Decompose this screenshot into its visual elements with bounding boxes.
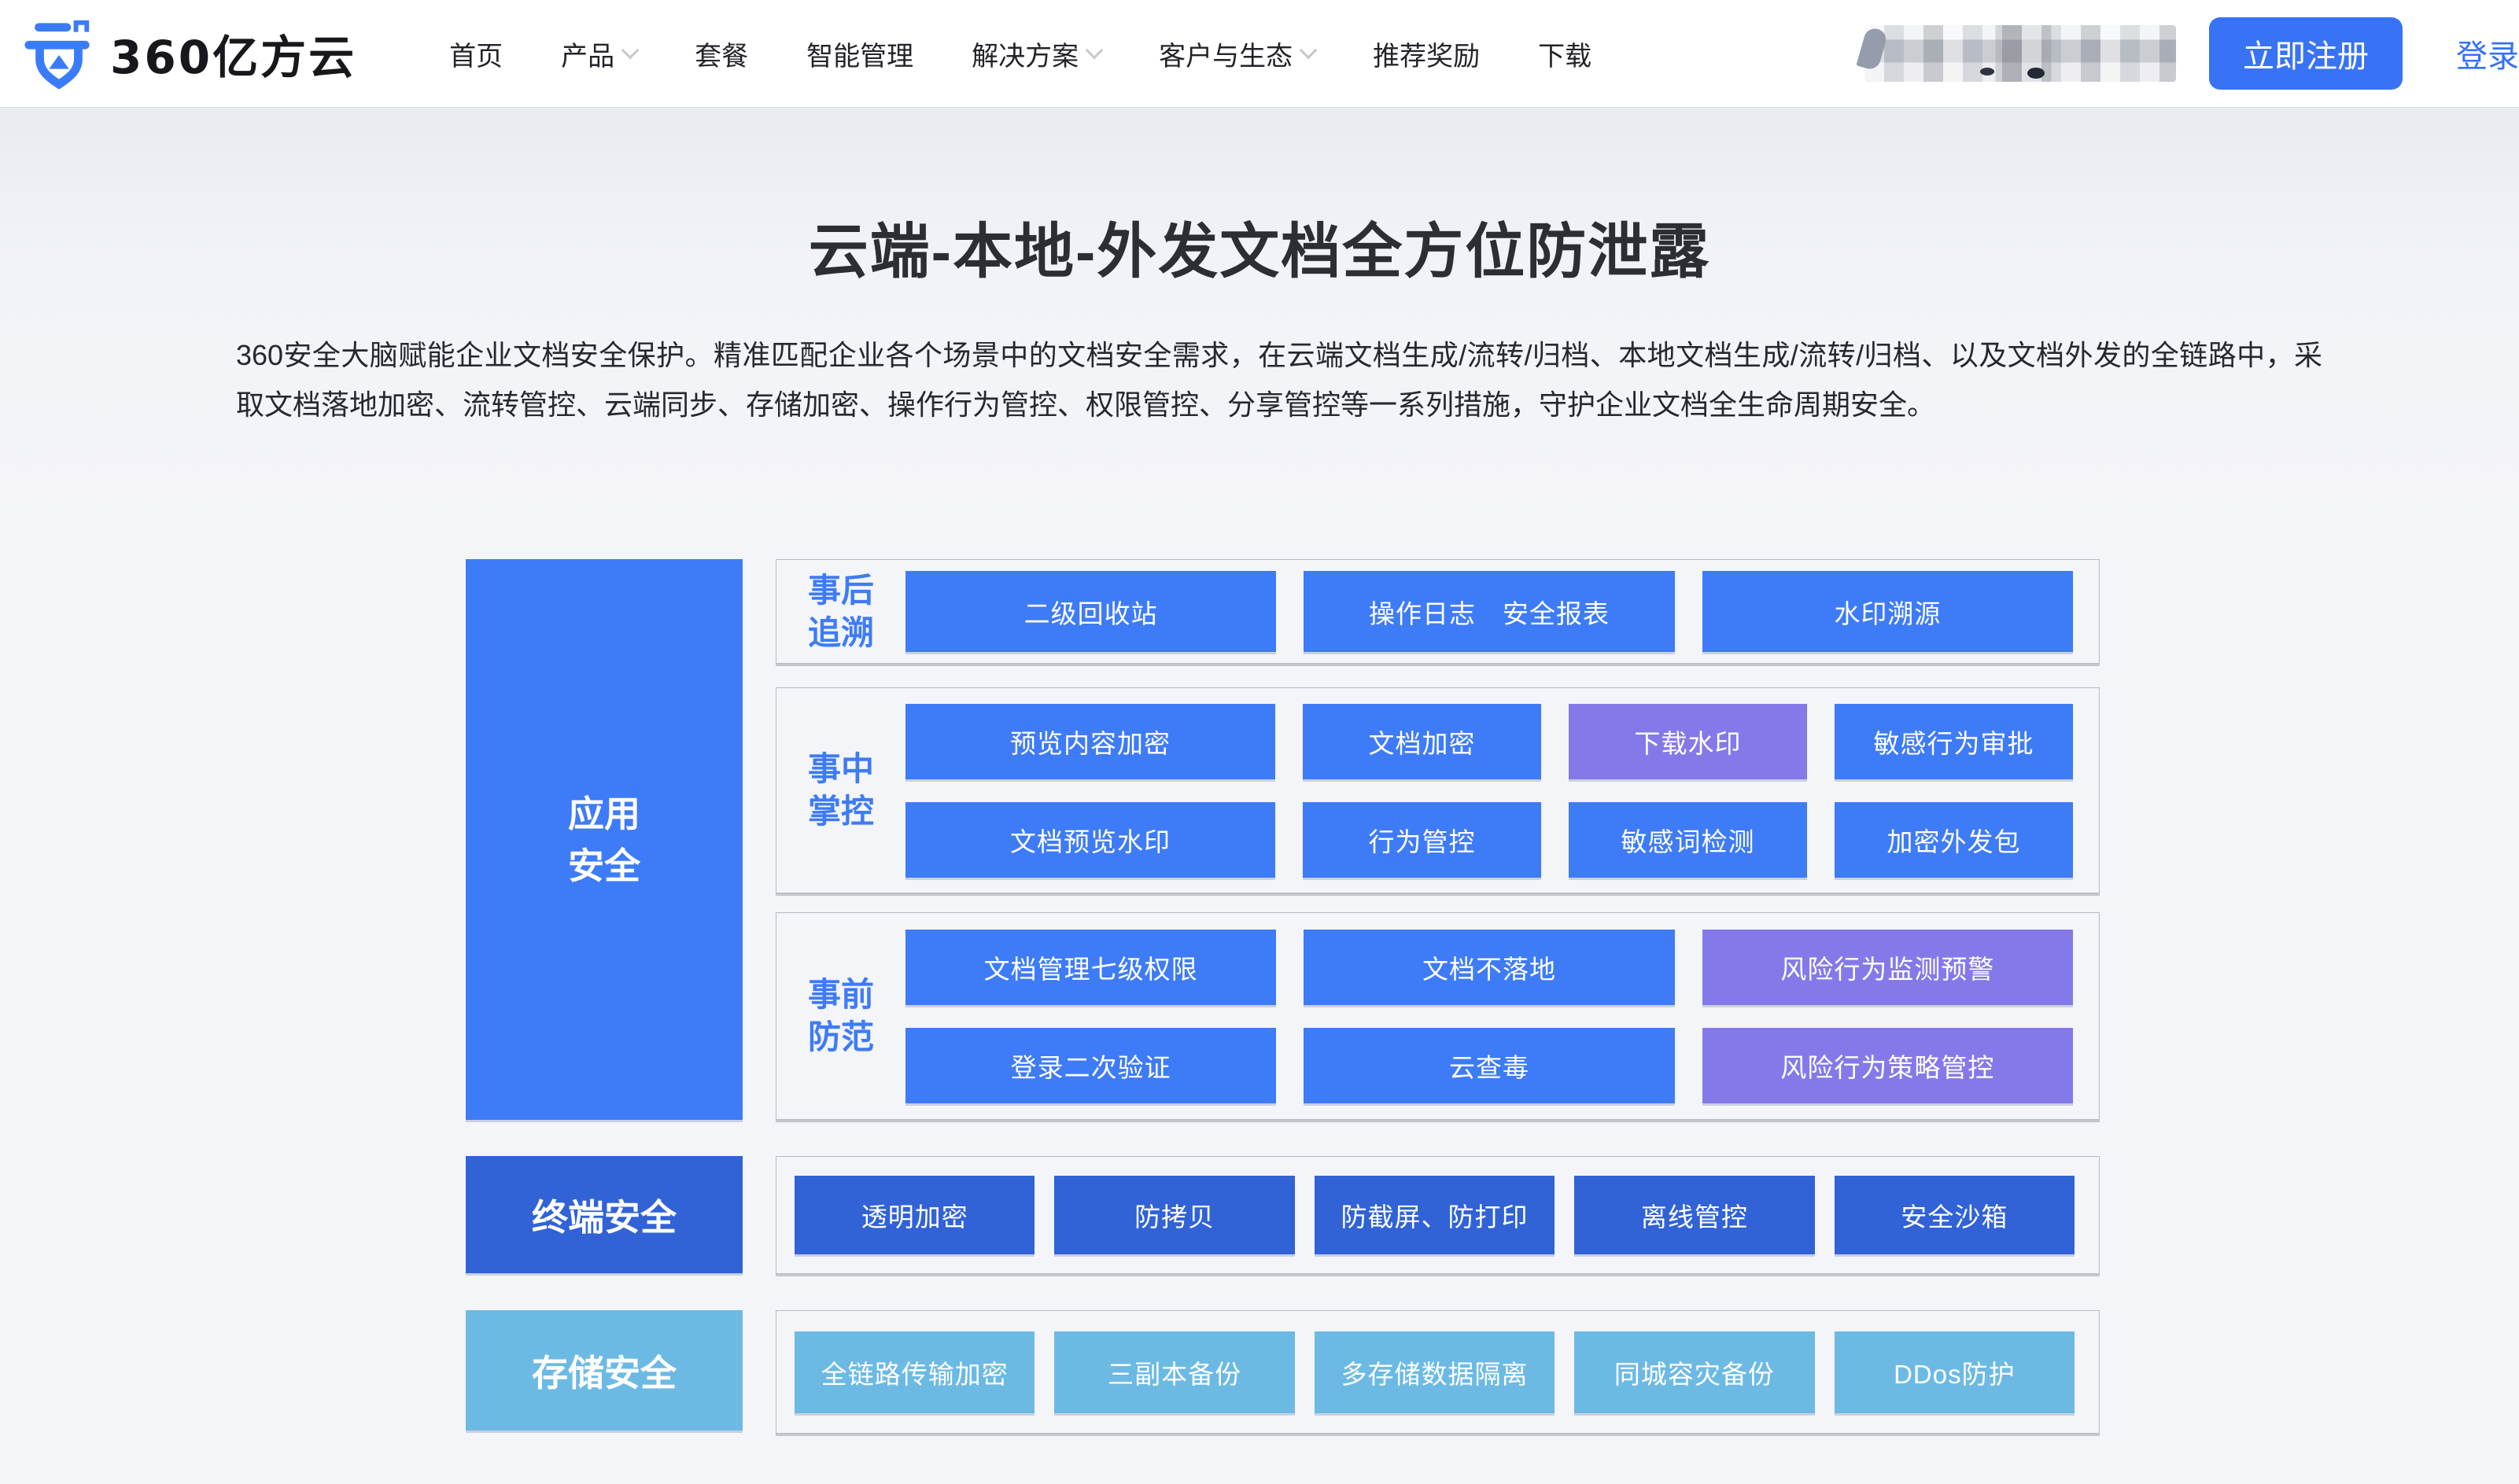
feature-box: 文档加密 [1303, 703, 1541, 779]
login-link[interactable]: 登录 [2456, 39, 2519, 74]
feature-box: 云查毒 [1304, 1027, 1675, 1103]
page-title: 云端-本地-外发文档全方位防泄露 [808, 219, 1711, 285]
nav-item-smart-management[interactable]: 智能管理 [806, 41, 914, 72]
cloud-shield-logo-icon [24, 20, 90, 90]
nav-item-solutions[interactable]: 解决方案 [972, 35, 1104, 73]
feature-box: 防拷贝 [1054, 1176, 1295, 1254]
panel-storage-security: 全链路传输加密 三副本备份 多存储数据隔离 同城容灾备份 DDos防护 [776, 1310, 2100, 1434]
category-endpoint-security: 终端安全 [466, 1156, 743, 1273]
panel-label: 事前防范 [807, 976, 874, 1055]
register-button[interactable]: 立即注册 [2209, 17, 2403, 90]
panel-label: 事后追溯 [807, 571, 874, 651]
logo-text: 360亿方云 [110, 31, 357, 84]
feature-box: 离线管控 [1574, 1176, 1815, 1254]
feature-box: 行为管控 [1303, 801, 1541, 878]
feature-box: 透明加密 [795, 1176, 1035, 1254]
feature-box: 敏感行为审批 [1835, 703, 2073, 779]
nav-item-customers-ecosystem[interactable]: 客户与生态 [1159, 35, 1318, 73]
feature-box: 操作日志 安全报表 [1304, 571, 1675, 652]
nav-item-products[interactable]: 产品 [561, 35, 640, 73]
logo[interactable]: 360亿方云 [22, 17, 356, 90]
censored-phone-number [1856, 25, 2176, 82]
category-storage-security: 存储安全 [466, 1310, 743, 1431]
top-navigation-bar: 360亿方云 首页 产品 套餐 智能管理 解决方案 客户与生态 推荐奖励 下载 … [0, 0, 2519, 107]
nav-item-referral-rewards[interactable]: 推荐奖励 [1373, 41, 1481, 72]
panel-advance-prevention: 事前防范 文档管理七级权限 文档不落地 风险行为监测预警 登录二次验证 云查毒 … [776, 912, 2100, 1120]
phone-icon [1856, 26, 1889, 72]
feature-box: 水印溯源 [1702, 571, 2073, 652]
panel-after-event-tracing: 事后追溯 二级回收站 操作日志 安全报表 水印溯源 [776, 559, 2100, 664]
main-nav: 首页 产品 套餐 智能管理 解决方案 客户与生态 推荐奖励 下载 [449, 35, 1591, 73]
nav-item-download[interactable]: 下载 [1538, 41, 1592, 72]
feature-box: 风险行为监测预警 [1702, 929, 2073, 1005]
feature-box: 文档预览水印 [905, 801, 1275, 878]
security-architecture-diagram: 应用安全 终端安全 存储安全 事后追溯 二级回收站 操作日志 安全报表 水印溯源… [466, 559, 2102, 1434]
feature-box: 同城容灾备份 [1574, 1331, 1815, 1413]
feature-box: 防截屏、防打印 [1314, 1176, 1555, 1254]
nav-item-home[interactable]: 首页 [449, 41, 503, 72]
feature-box: 文档不落地 [1304, 929, 1675, 1005]
feature-box: 二级回收站 [905, 571, 1277, 652]
panel-label: 事中掌控 [807, 750, 874, 830]
feature-box: 风险行为策略管控 [1702, 1027, 2073, 1103]
nav-item-plans[interactable]: 套餐 [695, 41, 749, 72]
category-application-security: 应用安全 [466, 559, 743, 1120]
panel-endpoint-security: 透明加密 防拷贝 防截屏、防打印 离线管控 安全沙箱 [776, 1156, 2100, 1274]
feature-box: 下载水印 [1569, 703, 1807, 779]
feature-box: DDos防护 [1834, 1331, 2075, 1413]
chevron-down-icon [1299, 41, 1318, 60]
feature-box: 加密外发包 [1835, 801, 2073, 878]
hero-background [0, 107, 2519, 547]
header-right-group: 立即注册 登录 [1856, 17, 2519, 90]
chevron-down-icon [1085, 41, 1104, 60]
feature-box: 多存储数据隔离 [1314, 1331, 1555, 1413]
feature-box: 文档管理七级权限 [905, 929, 1277, 1005]
feature-box: 全链路传输加密 [795, 1331, 1035, 1413]
page-description: 360安全大脑赋能企业文档安全保护。精准匹配企业各个场景中的文档安全需求，在云端… [236, 339, 2322, 421]
feature-box: 安全沙箱 [1834, 1176, 2075, 1254]
feature-box: 登录二次验证 [905, 1027, 1277, 1103]
feature-box: 预览内容加密 [905, 703, 1275, 779]
panel-in-process-control: 事中掌控 预览内容加密 文档加密 下载水印 敏感行为审批 文档预览水印 行为管控… [776, 687, 2100, 893]
feature-box: 敏感词检测 [1569, 801, 1807, 878]
chevron-down-icon [621, 41, 640, 60]
feature-box: 三副本备份 [1054, 1331, 1295, 1413]
